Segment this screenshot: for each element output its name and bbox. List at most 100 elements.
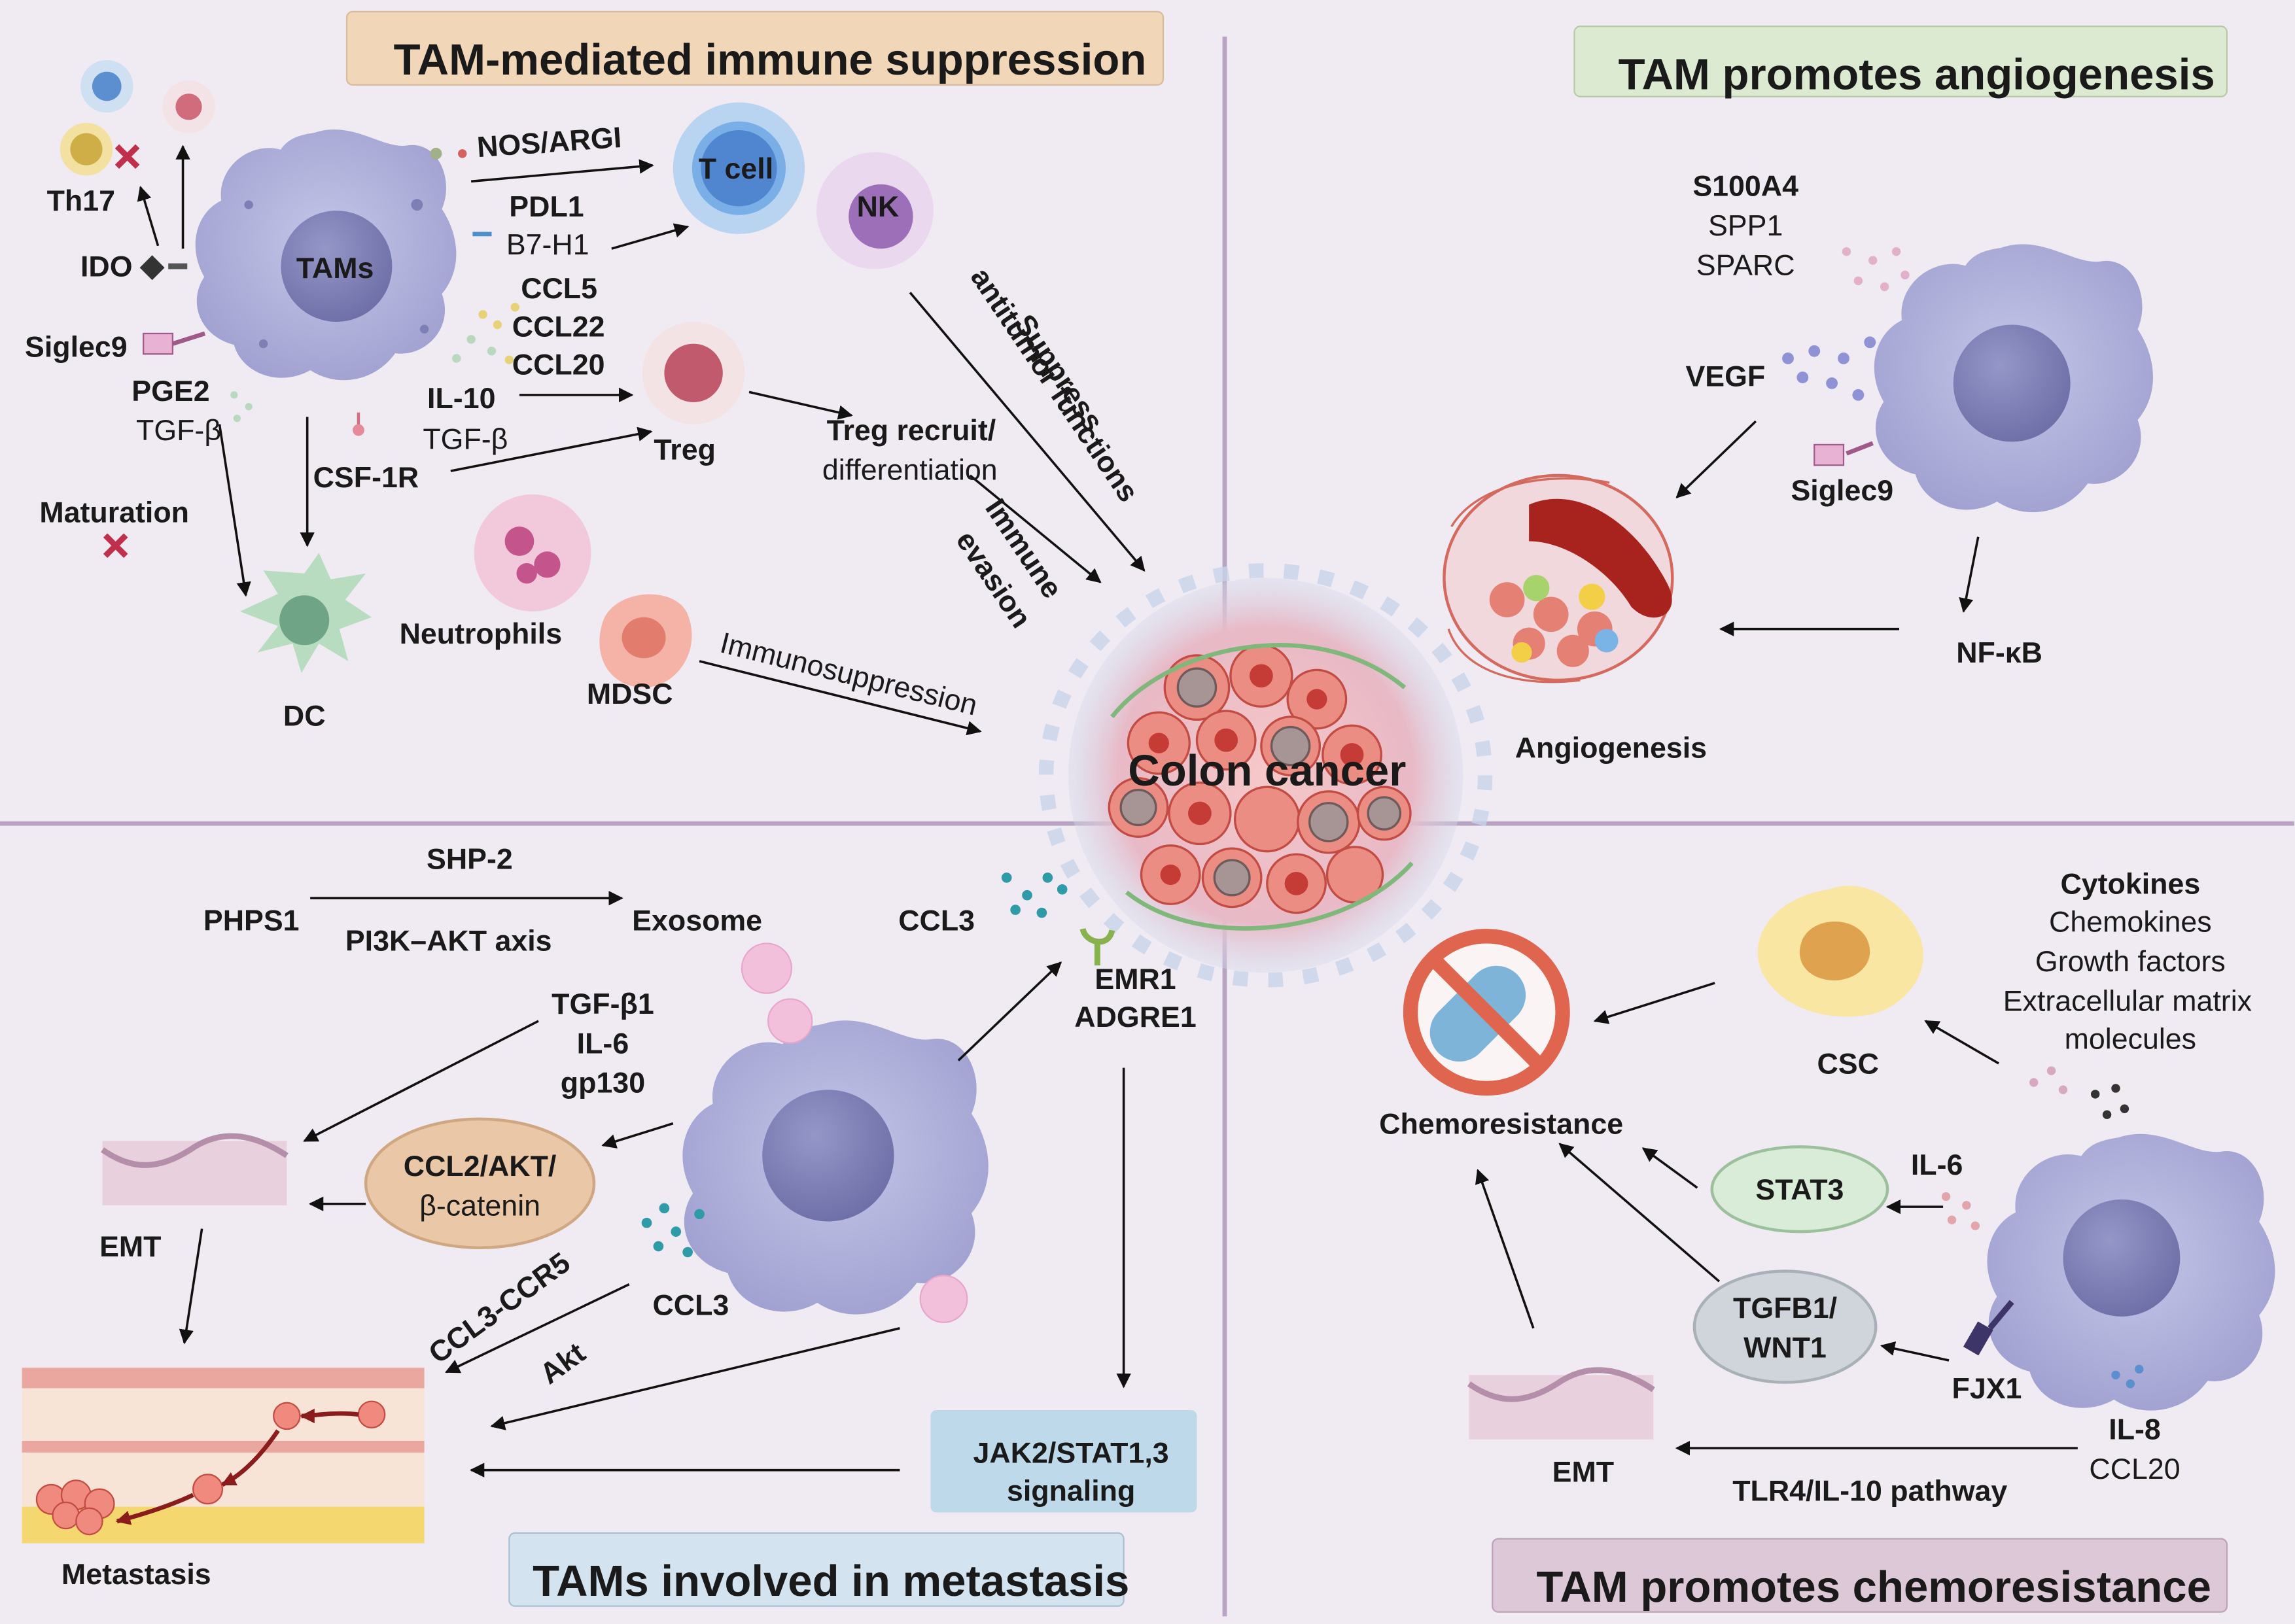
stat3-box	[1710, 1145, 1889, 1234]
t-cell-icon	[673, 102, 805, 234]
b7h1-label: B7-H1	[506, 230, 589, 262]
chemo-panel-title: TAM promotes chemoresistance	[1536, 1563, 2211, 1612]
tam-cell-icon	[1987, 1133, 2275, 1411]
il6-chemo-label: IL-6	[1910, 1149, 1963, 1183]
tumor-icon	[1038, 563, 1493, 988]
signaling-label: signaling	[1006, 1476, 1136, 1508]
sparc-label: SPARC	[1696, 250, 1795, 283]
s100a4-label: S100A4	[1692, 171, 1798, 203]
angio-panel-title: TAM promotes angiogenesis	[1618, 51, 2215, 100]
pi3k-label: PI3K–AKT axis	[345, 925, 552, 958]
title-boxes	[345, 10, 2228, 1613]
ccl20-chemo-label: CCL20	[2089, 1454, 2181, 1487]
metastasis-panel-title: TAMs involved in metastasis	[533, 1557, 1130, 1606]
pge2-label: PGE2	[131, 375, 210, 408]
exosome-label: Exosome	[632, 905, 763, 938]
growth-factors-label: Growth factors	[2035, 946, 2226, 979]
treg-cell-icon	[642, 322, 745, 424]
chemo-title-box	[1492, 1538, 2228, 1613]
ccl3-dots	[641, 872, 1068, 1258]
emr1-label: EMR1	[1095, 963, 1176, 997]
tam-cell-icon	[682, 1020, 989, 1315]
neutrophils-label: Neutrophils	[399, 619, 563, 651]
cytokines-label: Cytokines	[2060, 869, 2201, 901]
spp1-label: SPP1	[1708, 211, 1783, 243]
shp2-label: SHP-2	[427, 844, 513, 876]
metastasis-label: Metastasis	[61, 1559, 211, 1592]
immune-title-box	[345, 10, 1165, 86]
wnt1-label: WNT1	[1743, 1332, 1827, 1365]
tgfb1-wnt1-box	[1692, 1270, 1878, 1384]
tgfb1-wnt1-label: TGFB1/	[1732, 1293, 1838, 1326]
ccl3-bottom-label: CCL3	[652, 1290, 729, 1322]
chemoresistance-label: Chemoresistance	[1379, 1109, 1624, 1141]
angiogenesis-label: Angiogenesis	[1515, 733, 1708, 765]
csf1r-label: CSF-1R	[313, 462, 419, 494]
il6-label: IL-6	[576, 1028, 629, 1061]
no-drug-icon	[1403, 929, 1570, 1096]
tams-label: TAMs	[296, 252, 374, 286]
stat3-label: STAT3	[1755, 1174, 1844, 1207]
metastasis-vessel-icon	[22, 1368, 425, 1544]
il10-label: IL-10	[427, 383, 496, 416]
ccl5-label: CCL5	[521, 273, 598, 306]
ccl3-top-label: CCL3	[898, 905, 975, 938]
colon-cancer-label: Colon cancer	[1128, 747, 1407, 796]
jak-stat-label: JAK2/STAT1,3	[973, 1438, 1169, 1470]
mdsc-icon	[599, 594, 692, 688]
maturation-label: Maturation	[39, 497, 189, 530]
nfkb-label: NF-κB	[1956, 638, 2042, 670]
mdsc-label: MDSC	[586, 678, 673, 711]
epithelium-icon	[100, 1133, 1655, 1440]
arrows	[137, 145, 2078, 1477]
blood-vessel-icon	[1443, 474, 1674, 683]
angio-title-box	[1573, 26, 2228, 97]
siglec9-angio-label: Siglec9	[1791, 475, 1894, 508]
csc-icon	[1757, 886, 1923, 1017]
gp130-label: gp130	[560, 1067, 646, 1100]
th17-label: Th17	[46, 186, 115, 218]
il8-label: IL-8	[2109, 1414, 2161, 1447]
nk-label: NK	[856, 191, 900, 224]
treg-recruit-label: Treg recruit/	[826, 415, 996, 448]
ccl2-box	[364, 1117, 596, 1249]
chemokines-label: Chemokines	[2049, 907, 2212, 939]
dc-cell-icon	[239, 553, 372, 673]
s100-dots	[1842, 247, 1910, 292]
small-cell-icons	[60, 60, 215, 559]
treg-label: Treg	[654, 434, 716, 467]
adgre1-label: ADGRE1	[1074, 1002, 1197, 1035]
tgfb1-label: TGF-β1	[552, 988, 654, 1022]
cytokine-dots-immune	[230, 302, 519, 423]
vegf-label: VEGF	[1685, 361, 1766, 394]
differentiation-label: differentiation	[822, 455, 998, 487]
molecules-label: molecules	[2064, 1024, 2197, 1056]
ccl20-label: CCL20	[512, 349, 605, 382]
ecm-label: Extracellular matrix	[2003, 986, 2252, 1018]
ido-label: IDO	[80, 251, 133, 284]
tgfb-label: TGF-β	[135, 415, 222, 448]
immune-panel-title: TAM-mediated immune suppression	[393, 36, 1147, 85]
tgfb-treg-label: TGF-β	[423, 424, 508, 457]
neutrophil-icon	[474, 494, 591, 612]
exosome-icons	[741, 942, 968, 1323]
csc-label: CSC	[1817, 1048, 1879, 1081]
label-boxes	[364, 1117, 1889, 1513]
pdl1-label: PDL1	[509, 191, 584, 224]
dc-label: DC	[283, 700, 326, 733]
t-cell-label: T cell	[698, 153, 774, 186]
beta-catenin-label: β-catenin	[419, 1190, 541, 1223]
chemo-dots	[1941, 1066, 2144, 1389]
vegf-dots	[1782, 336, 1876, 401]
emt-chemo-label: EMT	[1552, 1457, 1615, 1489]
fjx1-label: FJX1	[1952, 1373, 2022, 1406]
tam-cell-icon	[1874, 244, 2153, 513]
ccl2-akt-label: CCL2/AKT/	[403, 1151, 557, 1184]
jak-stat-box	[930, 1409, 1197, 1513]
tlr4-label: TLR4/IL-10 pathway	[1732, 1476, 2008, 1508]
nk-cell-icon	[816, 152, 934, 269]
siglec9-label: Siglec9	[25, 332, 128, 364]
ccl22-label: CCL22	[512, 311, 605, 344]
